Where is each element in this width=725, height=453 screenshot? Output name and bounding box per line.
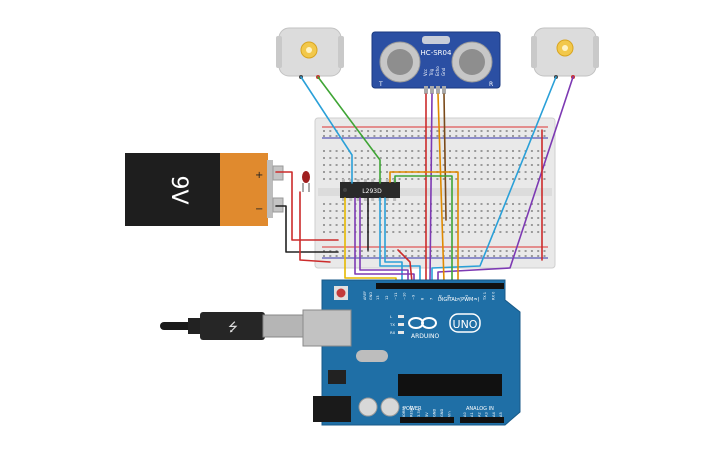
power-pin-label: 5V: [425, 412, 429, 417]
ic-label: L293D: [362, 188, 382, 195]
wire-blue: [300, 76, 353, 184]
analog-pin-label: A1: [470, 412, 474, 417]
digital-pin-label: 2: [474, 298, 478, 300]
digital-pin-label: 4: [456, 297, 460, 300]
analog-label: ANALOG IN: [466, 406, 494, 412]
sensor-pin-label: Vcc: [423, 69, 428, 76]
digital-pin-label: ~6: [438, 294, 442, 300]
onboard-led: [398, 323, 404, 326]
power-pin-label: RESET: [410, 405, 414, 417]
wire-red: [299, 191, 331, 263]
analog-pin-label: A2: [477, 412, 481, 417]
digital-pin-label: 12: [385, 295, 389, 300]
onboard-led-label: TX: [389, 322, 395, 327]
arduino-model: UNO: [453, 318, 478, 331]
sensor-pin-label: Gnd: [441, 67, 446, 76]
digital-pin-label: RX 0: [492, 291, 496, 300]
wires: [275, 76, 574, 283]
digital-pin-label: ~11: [394, 292, 398, 300]
power-label: POWER: [403, 406, 422, 412]
power-pin-label: GND: [440, 409, 444, 417]
arduino-logo-text: ARDUINO: [411, 333, 440, 340]
digital-pin-label: 13: [376, 295, 380, 300]
wire-orange: [437, 93, 445, 283]
battery-9v: 9V + −: [125, 153, 284, 226]
dc-motor-left: [276, 27, 344, 79]
digital-pin-label: ~9: [412, 294, 416, 300]
sensor-r-label: R: [489, 81, 493, 88]
usb-cable: ⭍: [160, 312, 304, 340]
analog-pin-label: A0: [463, 412, 467, 417]
wire-green: [317, 76, 381, 184]
battery-voltage-label: 9V: [166, 175, 191, 204]
onboard-led: [398, 331, 404, 334]
wire-red: [275, 171, 339, 241]
power-pin-label: GND: [432, 409, 436, 417]
l293d-chip: L293D: [340, 179, 400, 201]
analog-pin-label: A5: [499, 412, 503, 417]
wire-purple: [354, 197, 415, 283]
onboard-led: [398, 315, 404, 318]
digital-label: DIGITAL (PWM~): [438, 297, 480, 303]
usb-icon: ⭍: [228, 320, 238, 334]
ultrasonic-sensor: HC-SR04 T R Vcc Trig Echo Gnd: [371, 31, 501, 94]
digital-pin-labels: 13 12 ~11 ~10 ~9 8 7 ~6 ~5 4 ~3 2 TX 1 RX 0: [376, 291, 496, 301]
sensor-pin-label: Trig: [429, 68, 434, 77]
wire-purple: [359, 197, 409, 283]
arduino-logo: [408, 317, 437, 329]
gnd-label: GND: [369, 292, 373, 300]
battery-minus-label: −: [255, 204, 263, 215]
aref-label: AREF: [363, 291, 367, 300]
digital-pin-label: ~5: [447, 295, 451, 300]
sensor-model-label: HC-SR04: [421, 49, 452, 57]
wire-red: [397, 249, 413, 283]
power-pin-label: 3.3V: [417, 408, 421, 417]
onboard-led-label: L: [390, 314, 393, 319]
digital-pin-label: 8: [421, 297, 425, 300]
onboard-led-labels: L TX RX: [389, 314, 404, 335]
wire-blue: [384, 197, 403, 283]
digital-pin-label: 7: [429, 298, 433, 300]
led: [302, 171, 310, 192]
sensor-pin-label: Echo: [435, 66, 440, 76]
wire-orange: [389, 171, 459, 283]
sensor-pin-labels: Vcc Trig Echo Gnd: [423, 66, 446, 77]
dc-motor-right: [531, 27, 599, 79]
wire-blue: [431, 76, 557, 283]
wire-purple: [429, 93, 433, 283]
arduino-uno: ARDUINO UNO DIGITAL (PWM~) POWER ANALOG …: [302, 279, 521, 426]
sensor-t-label: T: [378, 81, 383, 88]
analog-pin-label: A4: [492, 412, 496, 417]
analog-pin-label: A3: [485, 412, 489, 417]
wire-brown: [443, 93, 447, 221]
digital-pin-label: ~10: [403, 292, 407, 300]
digital-pin-label: ~3: [465, 295, 469, 300]
wire-blue: [379, 197, 421, 283]
power-pin-label: Vin: [448, 411, 452, 417]
wire-black: [275, 205, 339, 253]
reset-button[interactable]: [336, 288, 346, 298]
onboard-led-label: RX: [390, 330, 396, 335]
power-pin-label: IOREF: [402, 406, 406, 417]
digital-pin-label: TX 1: [483, 292, 487, 301]
wire-green: [394, 175, 453, 283]
battery-plus-label: +: [255, 170, 263, 181]
